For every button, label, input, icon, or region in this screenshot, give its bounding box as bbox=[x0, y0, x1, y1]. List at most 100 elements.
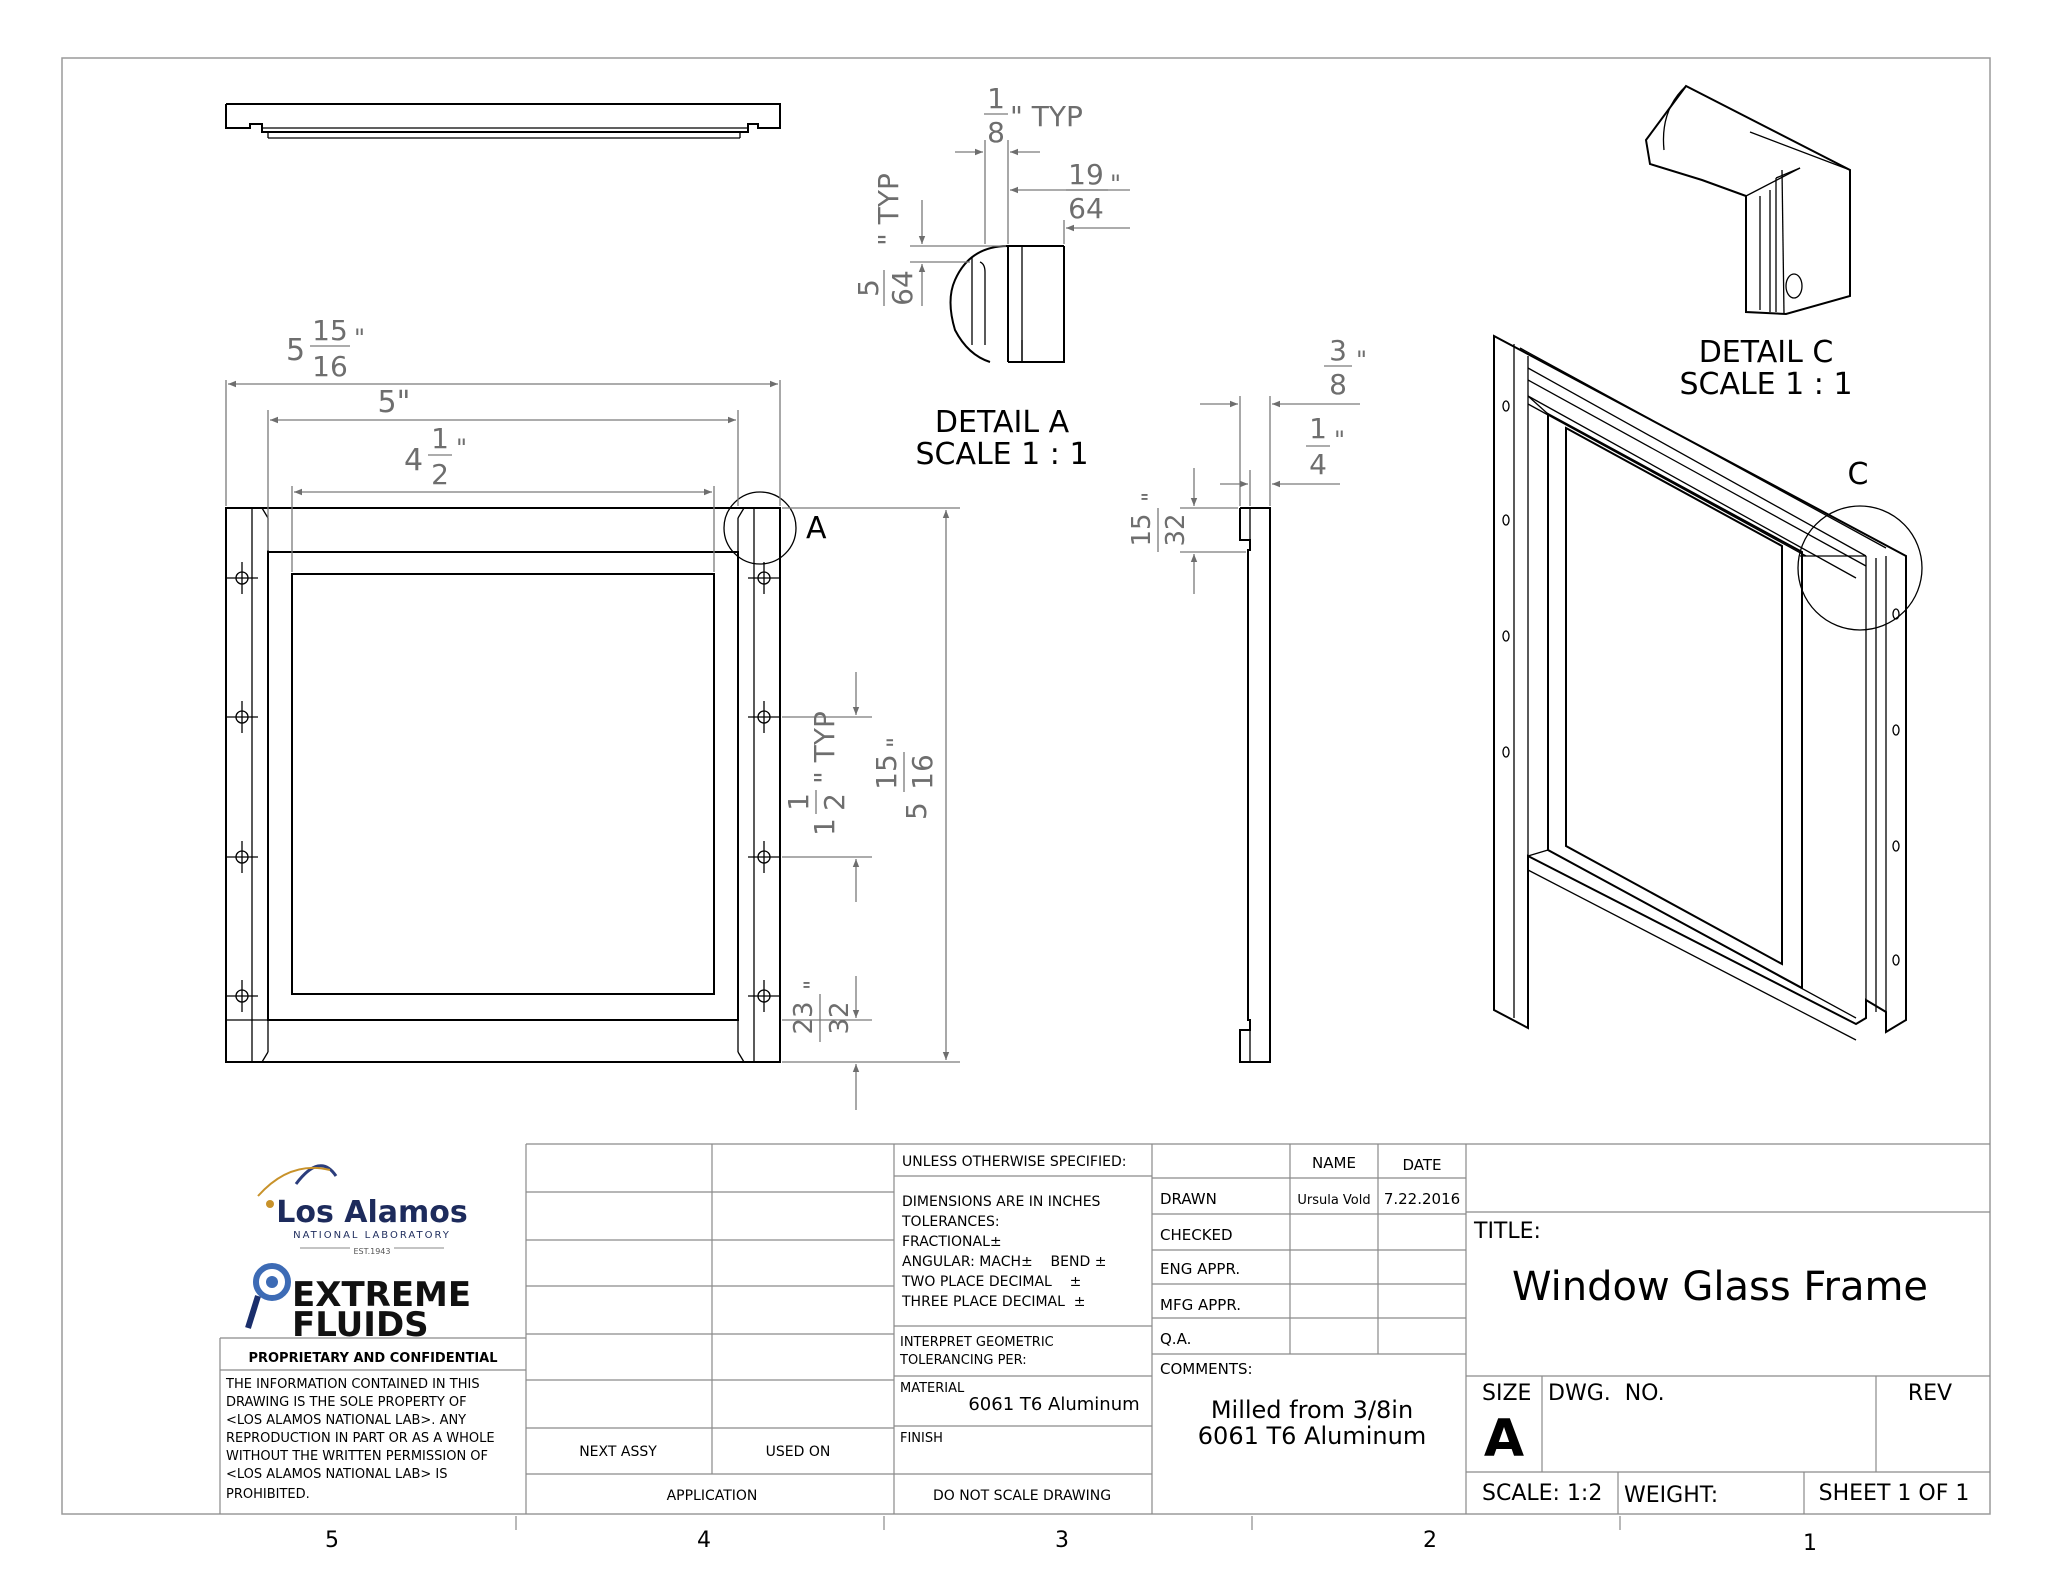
dim-side-thk-num: 3 bbox=[1329, 334, 1347, 367]
dim-window-width-den: 2 bbox=[431, 458, 449, 491]
dim-side-thk-den: 8 bbox=[1329, 368, 1347, 401]
detail-a-title: DETAIL A bbox=[935, 405, 1070, 440]
comments-line: 6061 T6 Aluminum bbox=[1198, 1422, 1426, 1450]
zone-markers: 5 4 3 2 1 bbox=[325, 1516, 1817, 1556]
proprietary-heading: PROPRIETARY AND CONFIDENTIAL bbox=[248, 1351, 497, 1366]
dim-side-lip-den: 32 bbox=[1161, 513, 1191, 546]
dim-inch-mark: " bbox=[801, 980, 826, 990]
approval-row-label: DRAWN bbox=[1160, 1190, 1217, 1208]
dim-inch-mark: " bbox=[1334, 426, 1345, 454]
title-block: Los Alamos NATIONAL LABORATORY EST.1943 … bbox=[219, 1143, 1990, 1514]
size-label: SIZE bbox=[1482, 1381, 1531, 1406]
detail-a-dimensions: 1 8 " TYP 19 64 " 5 64 " TYP bbox=[852, 82, 1130, 306]
dim-detail-a-left-suffix: " TYP bbox=[872, 173, 905, 246]
dim-detail-a-top-den: 8 bbox=[987, 116, 1005, 149]
sheet-label: SHEET 1 OF 1 bbox=[1819, 1481, 1970, 1506]
proprietary-line: PROHIBITED. bbox=[226, 1487, 310, 1502]
dim-overall-height-num: 15 bbox=[870, 754, 903, 790]
zone-number: 1 bbox=[1803, 1531, 1817, 1556]
comments-line: Milled from 3/8in bbox=[1211, 1396, 1413, 1424]
side-view bbox=[1239, 507, 1271, 1063]
dim-window-width-num: 1 bbox=[431, 422, 449, 455]
detail-c-callout-circle bbox=[1797, 505, 1923, 631]
detail-a-callout-label: A bbox=[806, 511, 827, 546]
proprietary-line: <LOS ALAMOS NATIONAL LAB> IS bbox=[226, 1467, 448, 1482]
detail-c-title: DETAIL C bbox=[1699, 335, 1834, 370]
approval-row-label: ENG APPR. bbox=[1160, 1260, 1240, 1278]
front-view: A bbox=[225, 491, 827, 1063]
dim-side-step-den: 4 bbox=[1309, 448, 1327, 481]
dim-inch-mark: " bbox=[354, 324, 365, 352]
zone-number: 5 bbox=[325, 1528, 339, 1553]
extreme-fluids-logo: EXTREME FLUIDS bbox=[245, 1263, 471, 1345]
rev-label: REV bbox=[1908, 1381, 1952, 1406]
zone-number: 4 bbox=[697, 1528, 711, 1553]
dim-side-lip-num: 15 bbox=[1127, 513, 1157, 546]
dim-bottom-den: 32 bbox=[825, 1001, 855, 1034]
dim-inch-mark: " bbox=[456, 434, 467, 462]
detail-a-callout-circle bbox=[723, 491, 797, 565]
side-view-dimensions: 3 8 " 1 4 " 15 32 " bbox=[1127, 334, 1367, 594]
do-not-scale-label: DO NOT SCALE DRAWING bbox=[933, 1488, 1111, 1504]
name-header: NAME bbox=[1312, 1154, 1356, 1172]
company-name: Los Alamos bbox=[276, 1195, 468, 1230]
dim-inch-mark: " bbox=[1139, 492, 1164, 502]
size-value: A bbox=[1484, 1409, 1524, 1469]
detail-c-scale: SCALE 1 : 1 bbox=[1679, 367, 1852, 402]
dim-detail-a-left-den: 64 bbox=[886, 270, 919, 306]
dim-bottom-num: 23 bbox=[789, 1001, 819, 1034]
dim-overall-height-whole: 5 bbox=[900, 802, 933, 820]
dim-overall-width-den: 16 bbox=[312, 350, 348, 383]
mounting-holes bbox=[226, 562, 780, 1012]
proprietary-line: REPRODUCTION IN PART OR AS A WHOLE bbox=[226, 1431, 495, 1446]
drawing-title: Window Glass Frame bbox=[1512, 1264, 1928, 1310]
company-est: EST.1943 bbox=[354, 1247, 391, 1256]
dim-overall-width-num: 15 bbox=[312, 314, 348, 347]
dim-detail-a-top-suffix: " TYP bbox=[1010, 100, 1083, 133]
dim-side-step-num: 1 bbox=[1309, 412, 1327, 445]
top-view bbox=[225, 103, 781, 139]
dim-inch-mark: " bbox=[1356, 346, 1367, 374]
material-label: MATERIAL bbox=[900, 1381, 965, 1396]
dim-detail-a-top-num: 1 bbox=[987, 82, 1005, 115]
dim-hole-pitch-whole: 1 bbox=[808, 818, 841, 836]
dim-inner-width: 5" bbox=[378, 385, 411, 420]
los-alamos-logo: Los Alamos NATIONAL LABORATORY EST.1943 bbox=[257, 1164, 468, 1256]
tolerance-line: THREE PLACE DECIMAL ± bbox=[901, 1294, 1086, 1310]
dim-window-width-whole: 4 bbox=[404, 443, 423, 478]
proprietary-line: DRAWING IS THE SOLE PROPERTY OF bbox=[226, 1395, 467, 1410]
tolerance-line: TWO PLACE DECIMAL ± bbox=[901, 1274, 1081, 1290]
team-name-line2: FLUIDS bbox=[292, 1305, 429, 1345]
unless-specified-label: UNLESS OTHERWISE SPECIFIED: bbox=[902, 1154, 1126, 1170]
dim-overall-height-den: 16 bbox=[906, 754, 939, 790]
dim-overall-width-whole: 5 bbox=[286, 333, 305, 368]
approval-row-label: CHECKED bbox=[1160, 1226, 1233, 1244]
tolerance-line: FRACTIONAL± bbox=[902, 1234, 1002, 1250]
dim-hole-pitch-suffix: " TYP bbox=[808, 711, 841, 784]
title-label: TITLE: bbox=[1473, 1219, 1541, 1244]
proprietary-line: WITHOUT THE WRITTEN PERMISSION OF bbox=[226, 1449, 488, 1464]
detail-a-view bbox=[949, 245, 1065, 363]
dim-inch-mark: " bbox=[1110, 170, 1121, 198]
finish-label: FINISH bbox=[900, 1431, 943, 1446]
dim-inch-mark: " bbox=[882, 737, 910, 748]
tolerance-line: DIMENSIONS ARE IN INCHES bbox=[902, 1194, 1101, 1210]
sheet-border bbox=[61, 57, 1991, 1515]
dwg-no-label: DWG. NO. bbox=[1548, 1381, 1665, 1406]
zone-number: 3 bbox=[1055, 1528, 1069, 1553]
date-header: DATE bbox=[1402, 1156, 1441, 1174]
scale-label: SCALE: 1:2 bbox=[1482, 1481, 1602, 1506]
front-view-dimensions: 5 15 16 " 5" 4 1 2 " 5 15 16 " 1 bbox=[225, 314, 960, 1110]
approval-row-label: MFG APPR. bbox=[1160, 1296, 1241, 1314]
material-value: 6061 T6 Aluminum bbox=[968, 1394, 1139, 1415]
proprietary-line: <LOS ALAMOS NATIONAL LAB>. ANY bbox=[226, 1413, 466, 1428]
approval-row-label: Q.A. bbox=[1160, 1330, 1191, 1348]
dim-hole-pitch-num: 1 bbox=[782, 793, 815, 811]
detail-c-callout-label: C bbox=[1848, 457, 1869, 492]
dim-hole-pitch-den: 2 bbox=[818, 793, 851, 811]
weight-label: WEIGHT: bbox=[1624, 1483, 1718, 1508]
drawn-by-name: Ursula Vold bbox=[1297, 1193, 1370, 1208]
detail-a-scale: SCALE 1 : 1 bbox=[915, 437, 1088, 472]
used-on-label: USED ON bbox=[766, 1444, 831, 1460]
